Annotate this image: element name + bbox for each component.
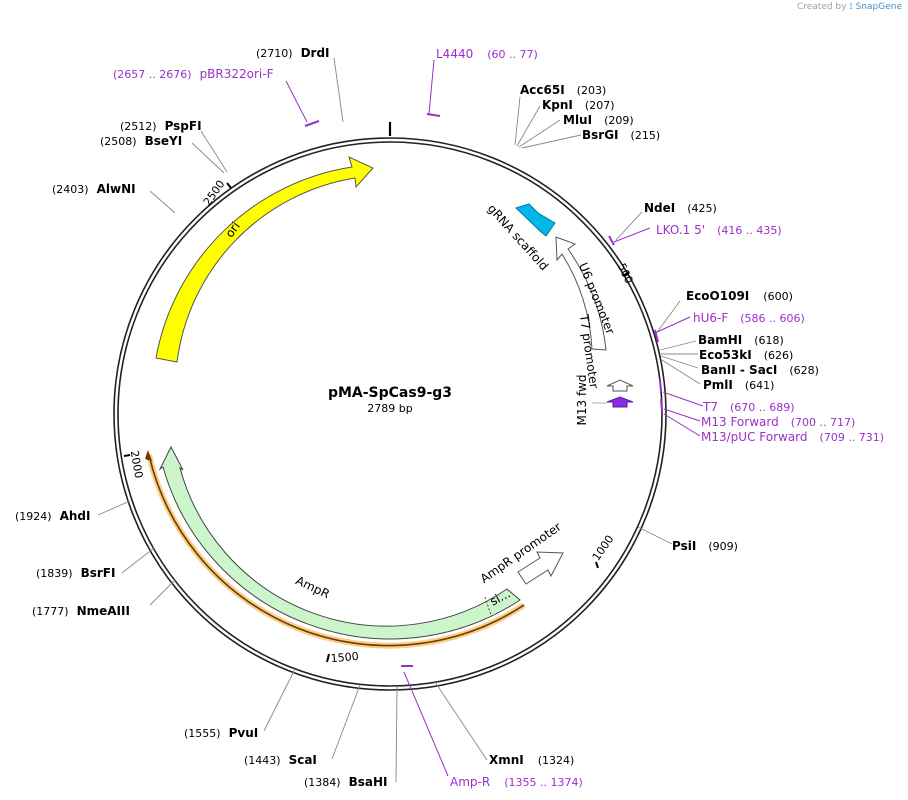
leader-pvui — [263, 668, 296, 732]
primer-amp-r: Amp-R(1355 .. 1374) — [450, 775, 583, 789]
leader-bseyi — [191, 142, 225, 174]
primer-leader-m13fwd — [663, 408, 701, 422]
leader-alwni — [149, 190, 176, 214]
site-bamhi: BamHI(618) — [698, 333, 784, 347]
ampr-orf-arrowhead — [145, 450, 152, 461]
site-ndei: NdeI(425) — [644, 201, 717, 215]
leader-pmli — [661, 359, 701, 385]
feature-ampr-promoter-arrow — [517, 551, 564, 585]
snapgene-credit: Created by ⟟ SnapGene — [796, 2, 902, 12]
plasmid-name: pMA-SpCas9-g3 — [328, 385, 452, 401]
leader-ahdi — [97, 500, 131, 516]
primer-leader-t7 — [662, 391, 704, 407]
site-alwni: (2403)AlwNI — [52, 182, 136, 196]
site-drdi: (2710)DrdI — [256, 46, 330, 60]
feature-m13-fwd-arrow — [606, 396, 634, 408]
tick-2000 — [123, 454, 131, 457]
backbone-outer-ring — [113, 137, 667, 691]
plasmid-size: 2789 bp — [367, 402, 412, 415]
tick-1500 — [326, 653, 330, 663]
site-xmni: XmnI(1324) — [489, 753, 574, 767]
site-bsrgi: BsrGI(215) — [582, 128, 660, 142]
leader-bsrgi — [521, 134, 582, 149]
site-eco53ki: Eco53kI(626) — [699, 348, 793, 362]
site-pmli: PmlI(641) — [703, 378, 774, 392]
primer-leader-l4440 — [428, 59, 435, 115]
site-scai: (1443)ScaI — [244, 753, 317, 767]
leader-banii — [660, 355, 699, 369]
site-leaders — [97, 57, 701, 783]
site-kpni: KpnI(207) — [542, 98, 615, 112]
feature-ampr-label: AmpR — [293, 573, 331, 601]
site-pvui: (1555)PvuI — [184, 726, 258, 740]
leader-eco0109i — [654, 300, 681, 336]
site-bsahi: (1384)BsaHI — [304, 775, 387, 789]
leader-xmni — [434, 681, 488, 761]
site-acc65i: Acc65I(203) — [520, 83, 606, 97]
primer-m13-forward: M13 Forward(700 .. 717) — [701, 415, 855, 429]
primer-leader-hu6 — [656, 316, 691, 333]
primer-mark-pbr322ori — [304, 120, 320, 127]
site-bsrfi: (1839)BsrFI — [36, 566, 115, 580]
feature-t7-promoter-small-arrow — [606, 379, 634, 392]
primer-leader-lko — [613, 227, 651, 243]
leader-bsrfi — [121, 547, 155, 574]
primer-l4440: L4440(60 .. 77) — [436, 47, 538, 61]
tick-500 — [622, 271, 630, 277]
leader-ndei — [615, 211, 643, 241]
snapgene-logo-icon: ⟟ — [849, 2, 853, 12]
tick-label-1500: 1500 — [330, 650, 359, 665]
primer-leaders — [285, 59, 704, 777]
leader-drdi — [333, 57, 344, 123]
leader-nmeaiii — [149, 579, 176, 606]
signal-peptide-divider — [484, 596, 492, 616]
primer-mark-l4440 — [426, 113, 441, 117]
site-pspfi: (2512)PspFI — [120, 119, 202, 133]
tick-1000 — [595, 561, 599, 569]
tick-2500 — [226, 182, 232, 189]
site-bseyi: (2508)BseYI — [100, 134, 182, 148]
feature-m13-fwd-label: M13 fwd — [575, 375, 589, 426]
primer-t7: T7(670 .. 689) — [702, 400, 795, 414]
primer-mark-m13fwd — [660, 398, 663, 413]
leader-bsahi — [395, 685, 398, 783]
primer-mark-hu6 — [654, 329, 659, 343]
feature-u6-promoter-arrow — [555, 236, 607, 351]
leader-mlui — [518, 119, 561, 148]
tick-label-1000: 1000 — [590, 533, 617, 563]
backbone-inner-ring — [117, 141, 663, 687]
site-mlui: MluI(209) — [563, 113, 634, 127]
primer-mark-t7 — [659, 379, 662, 393]
primer-leader-m13puc — [663, 413, 701, 437]
leader-psii — [637, 526, 673, 545]
primer-lko1: LKO.1 5'(416 .. 435) — [656, 223, 782, 237]
site-banii-saci: BanII - SacI(628) — [701, 363, 819, 377]
primer-pbr322ori-f: (2657 .. 2676)pBR322ori-F — [113, 67, 274, 81]
ampr-orf-line — [148, 454, 525, 647]
site-ahdi: (1924)AhdI — [15, 509, 90, 523]
feature-ampr-arrow — [158, 445, 521, 640]
tick-label-2000: 2000 — [128, 449, 146, 479]
primer-leader-pbr322ori — [285, 80, 308, 123]
site-psii: PsiI(909) — [672, 539, 738, 553]
leader-pspfi — [200, 130, 228, 173]
feature-ori-arrow — [155, 156, 374, 363]
leader-scai — [331, 684, 361, 760]
primer-mark-lko — [608, 235, 615, 246]
primer-leader-ampr — [403, 671, 449, 777]
feature-grna-label: gRNA scaffold — [485, 202, 551, 274]
leader-acc65i — [514, 96, 521, 146]
site-nmeaiii: (1777)NmeAIII — [32, 604, 130, 618]
feature-grna-scaffold-arrow — [515, 203, 556, 237]
leader-kpni — [516, 105, 541, 147]
site-ecoo109i: EcoO109I(600) — [686, 289, 793, 303]
primer-hu6-f: hU6-F(586 .. 606) — [693, 311, 805, 325]
leader-bamhi — [659, 340, 697, 351]
primer-m13-puc-forward: M13/pUC Forward(709 .. 731) — [701, 430, 884, 444]
primer-marks — [304, 113, 663, 667]
